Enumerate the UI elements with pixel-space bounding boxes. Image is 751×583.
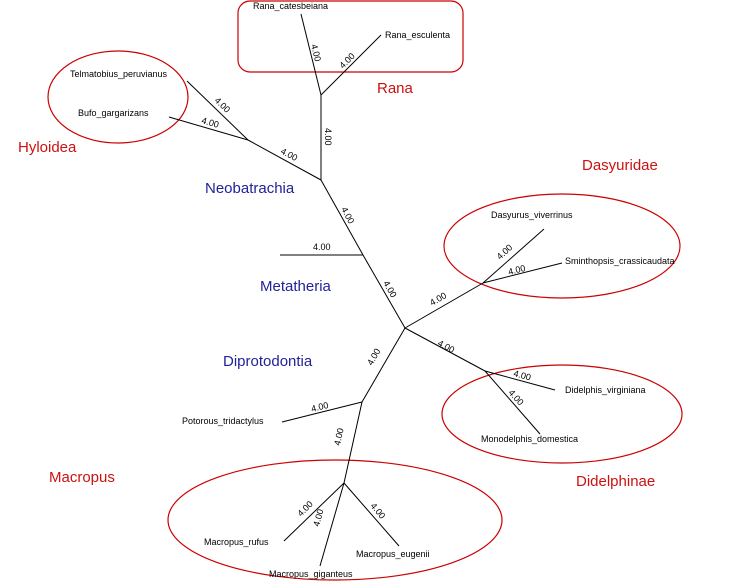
taxon-macropus-eugenii: Macropus_eugenii [356, 549, 430, 559]
branch-dasyurus [482, 228, 545, 284]
taxon-monodelphis-domestica: Monodelphis_domestica [481, 434, 578, 444]
taxon-dasyurus-viverrinus: Dasyurus_viverrinus [491, 210, 573, 220]
blen-telmatobius: 4.00 [213, 95, 233, 114]
group-label-rana: Rana [377, 80, 414, 97]
dasyuridae-group-outline [443, 193, 681, 299]
blen-sminthopsis: 4.00 [507, 263, 526, 277]
group-label-didelphinae: Didelphinae [576, 473, 655, 490]
branch-macropus-giganteus [319, 482, 345, 567]
branch-sminthopsis [482, 262, 563, 284]
branch-didelphinae-stem [404, 327, 486, 372]
taxon-rana-catesbeiana: Rana_catesbeiana [253, 1, 328, 11]
branch-dasyuridae-stem [404, 282, 484, 329]
taxon-macropus-rufus: Macropus_rufus [204, 537, 269, 547]
blen-metatheria-stem: 4.00 [381, 279, 398, 299]
blen-hyloidea-stem: 4.00 [279, 146, 299, 163]
rana-group-outline [237, 0, 464, 73]
group-label-dasyuridae: Dasyuridae [582, 157, 658, 174]
blen-neobatrachia-stem: 4.00 [339, 205, 356, 225]
blen-rana-catesbeiana: 4.00 [309, 43, 323, 62]
blen-bufo: 4.00 [200, 115, 220, 129]
blen-macropus-giganteus: 4.00 [311, 508, 325, 528]
taxon-rana-esculenta: Rana_esculenta [385, 30, 450, 40]
branch-neobatrachia-stem [320, 179, 364, 256]
taxon-sminthopsis-crassicaudata: Sminthopsis_crassicaudata [565, 256, 675, 266]
didelphinae-group-outline [441, 364, 683, 464]
blen-rana-esculenta: 4.00 [337, 51, 356, 70]
hyloidea-group-outline [47, 50, 189, 144]
branch-metatheria-stem [362, 254, 406, 329]
taxon-potorous-tridactylus: Potorous_tridactylus [182, 416, 264, 426]
branch-macropus-stem [343, 401, 363, 484]
branch-rana-esculenta [320, 34, 382, 96]
group-label-macropus: Macropus [49, 469, 115, 486]
clade-label-neobatrachia: Neobatrachia [205, 180, 295, 197]
blen-diprotodontia-stem: 4.00 [365, 347, 382, 367]
blen-rana-stem: 4.00 [323, 128, 333, 146]
branch-telmatobius [186, 80, 249, 141]
branch-bufo [168, 116, 249, 141]
clade-label-metatheria: Metatheria [260, 278, 332, 295]
blen-potorous: 4.00 [310, 400, 329, 414]
branch-rana-catesbeiana [300, 13, 322, 96]
branch-macropus-rufus [283, 482, 345, 542]
branch-hyloidea-stem [247, 139, 322, 181]
branch-diprotodontia-stem [361, 327, 406, 403]
taxon-macropus-giganteus: Macropus_giganteus [269, 569, 353, 579]
group-label-hyloidea: Hyloidea [18, 139, 77, 156]
blen-dasyurus: 4.00 [495, 242, 515, 261]
blen-didelphinae-stem: 4.00 [436, 338, 456, 355]
blen-monodelphis: 4.00 [507, 388, 526, 408]
blen-macropus-rufus: 4.00 [295, 499, 314, 518]
blen-didelphis: 4.00 [512, 368, 532, 382]
taxon-didelphis-virginiana: Didelphis_virginiana [565, 385, 646, 395]
blen-macropus-eugenii: 4.00 [368, 501, 387, 521]
branch-monodelphis [484, 370, 541, 435]
taxon-telmatobius-peruvianus: Telmatobius_peruvianus [70, 69, 168, 79]
clade-label-diprotodontia: Diprotodontia [223, 353, 313, 370]
taxon-bufo-gargarizans: Bufo_gargarizans [78, 108, 149, 118]
branch-didelphis [484, 370, 556, 391]
macropus-group-outline [167, 459, 503, 581]
blen-stub: 4.00 [313, 242, 331, 252]
branch-macropus-eugenii [343, 482, 400, 547]
branch-potorous [281, 401, 363, 423]
blen-macropus-stem: 4.00 [332, 427, 345, 446]
